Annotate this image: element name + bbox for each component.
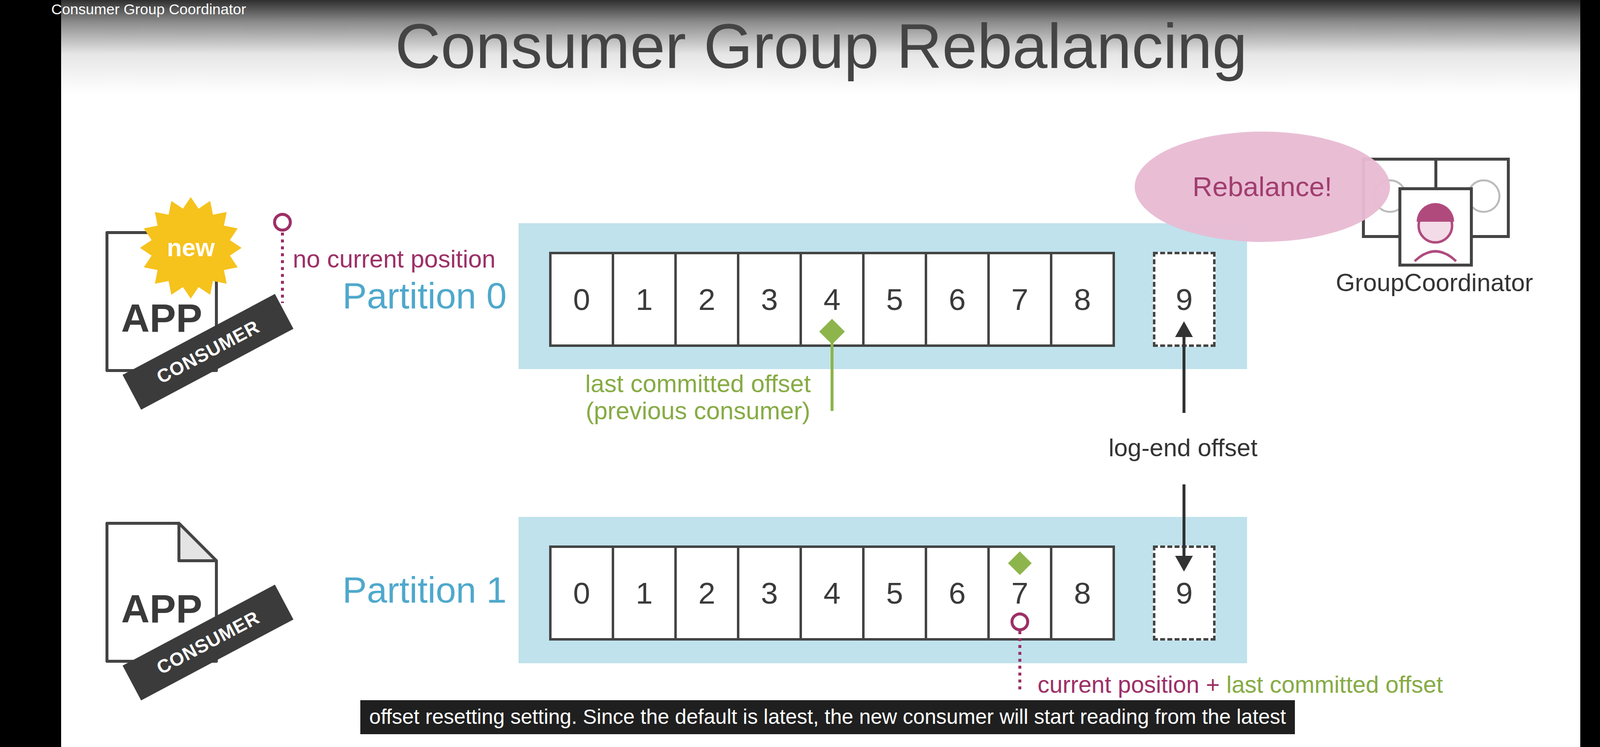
coordinator-card xyxy=(1399,188,1472,266)
offset-cell: 7 xyxy=(987,545,1053,641)
bubble-outline xyxy=(1134,131,1391,243)
offset-cell: 2 xyxy=(674,251,740,348)
starburst-outline xyxy=(139,197,242,299)
slide-title: Consumer Group Rebalancing xyxy=(395,9,1248,83)
label-wrap: no current position xyxy=(292,245,496,274)
video-chapter-title: Consumer Group Coordinator xyxy=(51,0,246,18)
offset-cell: 2 xyxy=(674,545,740,641)
log-end-arrow-line xyxy=(1182,335,1186,414)
offset-number: 7 xyxy=(1011,578,1029,609)
offset-cell: 1 xyxy=(611,251,677,348)
partition-label: Partition 0 xyxy=(342,276,507,316)
offset-cell: 7 xyxy=(987,251,1053,348)
offset-number: 5 xyxy=(886,578,904,609)
label-wrap: log-end offset xyxy=(1035,434,1331,462)
coordinator-label: GroupCoordinator xyxy=(1335,269,1533,298)
offset-cell: 0 xyxy=(549,251,615,348)
offset-cell: 4 xyxy=(799,251,865,348)
offset-cell: 9 xyxy=(1152,251,1216,348)
offset-cell: 9 xyxy=(1152,545,1216,641)
partition-label: Partition 1 xyxy=(342,570,507,611)
committed-diamond xyxy=(1008,551,1032,576)
rebalance-bubble: Rebalance! xyxy=(1133,130,1392,244)
offset-cell: 4 xyxy=(799,545,865,641)
worker-body xyxy=(1414,251,1457,262)
offset-number: 2 xyxy=(698,578,716,609)
bubble-text: Rebalance! xyxy=(1192,171,1332,203)
badge-text: new xyxy=(166,235,215,261)
badge-text-wrap: new xyxy=(139,197,242,299)
offset-cell: 5 xyxy=(862,251,928,348)
partition-band: Partition 10123456789 xyxy=(518,517,1248,664)
committed-note: last committed offset (previous consumer… xyxy=(564,370,832,425)
offset-number: 2 xyxy=(698,284,716,315)
offset-number: 0 xyxy=(573,284,591,315)
offset-number: 8 xyxy=(1074,284,1091,315)
position-leader xyxy=(1018,631,1022,691)
offset-number: 9 xyxy=(1175,284,1193,315)
offset-number: 0 xyxy=(573,578,591,609)
partition-label-wrap: Partition 0 xyxy=(342,223,507,370)
app-text-wrap: APP xyxy=(106,298,217,339)
title-wrap: Consumer Group Rebalancing xyxy=(32,9,1600,83)
label-wrap: Consumer Group Coordinator xyxy=(51,0,246,18)
worker-helmet xyxy=(1416,203,1455,222)
label-wrap: current position + xyxy=(1037,672,1220,699)
app-consumer-icon: APPCONSUMER xyxy=(103,515,301,693)
left-letterbox xyxy=(0,0,62,747)
offset-cell: 3 xyxy=(736,545,802,641)
app-text-wrap: APP xyxy=(106,589,217,629)
log-end-note: log-end offset xyxy=(1035,434,1331,462)
offset-number: 4 xyxy=(823,578,841,609)
committed-note: last committed offset xyxy=(1226,672,1443,699)
label-wrap: last committed offset (previous consumer… xyxy=(564,370,832,425)
log-end-arrowhead xyxy=(1175,321,1193,338)
label-wrap: last committed offset xyxy=(1226,672,1443,699)
offset-number: 3 xyxy=(761,284,778,315)
position-note: current position + xyxy=(1037,672,1220,699)
offset-number: 9 xyxy=(1175,578,1193,609)
subtitle-caption: offset resetting setting. Since the defa… xyxy=(360,700,1295,735)
offset-number: 1 xyxy=(635,578,653,609)
position-leader xyxy=(280,232,284,304)
offset-number: 7 xyxy=(1011,284,1029,315)
offset-number: 6 xyxy=(948,284,966,315)
offset-number: 8 xyxy=(1074,578,1091,609)
offset-cell: 8 xyxy=(1049,251,1115,348)
bubble-text-wrap: Rebalance! xyxy=(1133,130,1392,244)
document-fold xyxy=(178,232,217,271)
position-marker xyxy=(1011,614,1028,630)
committed-leader xyxy=(830,340,834,412)
coordinator-label-wrap: GroupCoordinator xyxy=(1330,269,1538,298)
offset-cell: 6 xyxy=(924,251,990,348)
offset-cell: 8 xyxy=(1049,545,1115,641)
offset-number: 3 xyxy=(761,578,778,609)
offset-cell: 3 xyxy=(736,251,802,348)
log-end-arrow-line xyxy=(1182,484,1186,558)
partition-label-wrap: Partition 1 xyxy=(342,517,507,664)
app-label: APP xyxy=(106,298,217,339)
app-label: APP xyxy=(106,589,217,629)
starburst-badge: new xyxy=(139,197,242,299)
position-note: no current position xyxy=(292,245,496,274)
offset-number: 1 xyxy=(635,284,653,315)
log-end-arrowhead xyxy=(1175,556,1193,572)
offset-cell: 6 xyxy=(924,545,990,641)
offset-number: 5 xyxy=(886,284,904,315)
offset-number: 6 xyxy=(948,578,966,609)
document-fold xyxy=(178,523,217,561)
partition-band: Partition 00123456789 xyxy=(518,223,1248,370)
right-letterbox xyxy=(1580,0,1600,747)
offset-cell: 5 xyxy=(862,545,928,641)
caption-wrap: offset resetting setting. Since the defa… xyxy=(38,700,1600,735)
offset-cell: 1 xyxy=(611,545,677,641)
committed-diamond xyxy=(819,318,845,345)
offset-cell: 0 xyxy=(549,545,615,641)
offset-number: 4 xyxy=(823,284,841,315)
position-marker xyxy=(274,214,291,231)
